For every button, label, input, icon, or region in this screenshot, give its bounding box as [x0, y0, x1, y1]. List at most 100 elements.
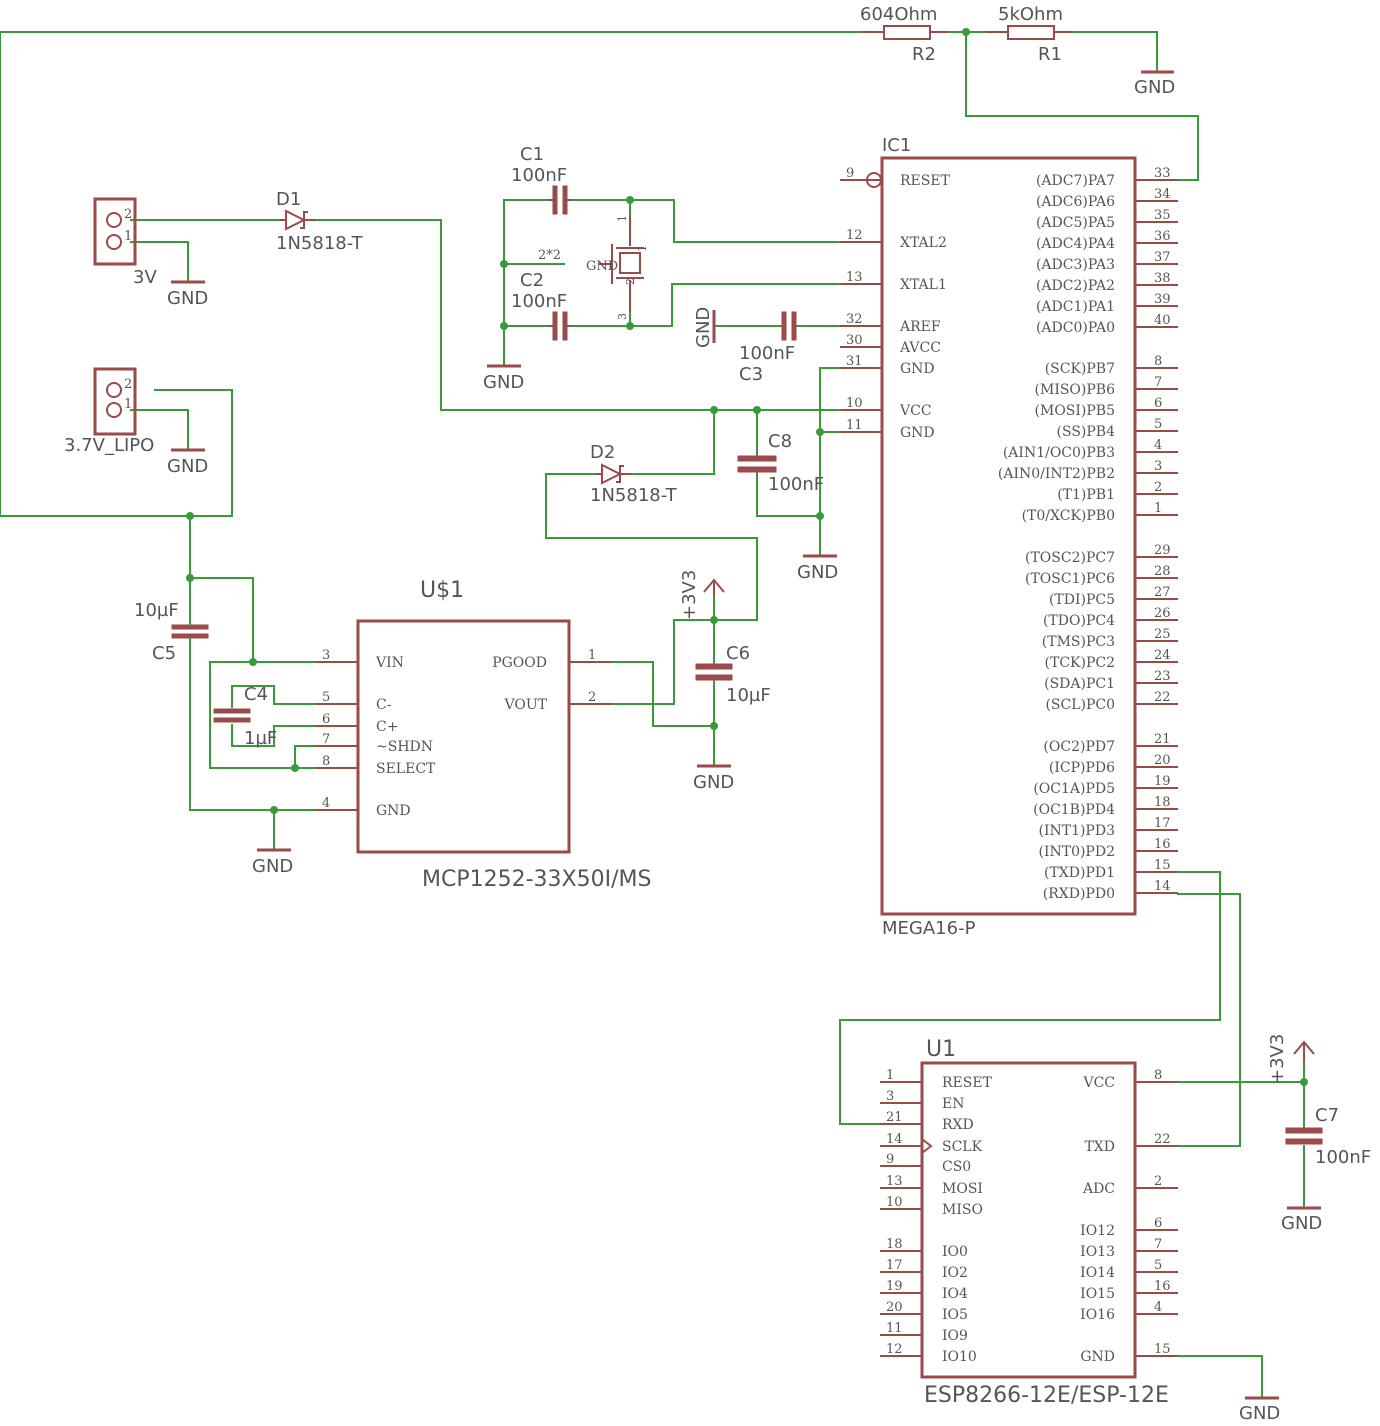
- pin-name: (ADC7)PA7: [1036, 173, 1115, 189]
- pin: 40(ADC0)PA0: [1036, 313, 1178, 336]
- pin-number: 3: [1154, 459, 1162, 474]
- pin-number: 4: [322, 796, 330, 811]
- pin-number: 9: [886, 1152, 894, 1167]
- pin-name: (TDI)PC5: [1049, 592, 1115, 608]
- connector-3v: 2 1 3V: [93, 197, 157, 288]
- c4-value: 1µF: [244, 728, 277, 749]
- junction-dot: [816, 428, 824, 436]
- diode-d2: D2 1N5818-T: [590, 442, 678, 506]
- pin: 6(MOSI)PB5: [1035, 396, 1178, 419]
- resistor-r2: 604Ohm R2: [860, 4, 948, 65]
- pin-name: RESET: [942, 1075, 993, 1091]
- gnd-symbol: GND: [797, 554, 838, 583]
- gnd-symbol: GND: [693, 764, 734, 793]
- supply-3v3-esp: +3V3: [1267, 1034, 1315, 1084]
- pin-number: 12: [846, 228, 863, 243]
- pin: 29(TOSC2)PC7: [1025, 543, 1178, 566]
- pin-name: (SCL)PC0: [1045, 697, 1115, 713]
- c3-value: 100nF: [739, 343, 795, 364]
- pin-number: 1: [616, 215, 629, 222]
- pin-number: 5: [322, 690, 330, 705]
- pin-number: 19: [886, 1279, 903, 1294]
- pin: 39(ADC1)PA1: [1036, 292, 1178, 315]
- pin-number: 4: [1154, 1300, 1162, 1315]
- pin-number: 31: [846, 354, 863, 369]
- pin-number: 8: [322, 754, 330, 769]
- d1-value: 1N5818-T: [276, 233, 364, 254]
- pin: 21(OC2)PD7: [1043, 732, 1178, 755]
- connector-3v-label: 3V: [133, 267, 157, 288]
- pin: 5(SS)PB4: [1057, 417, 1178, 440]
- gnd-label: GND: [1281, 1213, 1322, 1234]
- pin-number: 13: [846, 270, 863, 285]
- pin: 36(ADC4)PA4: [1036, 229, 1178, 252]
- pin: 18 (OC1B)PD4: [1033, 795, 1178, 818]
- pin-number: 26: [1154, 606, 1171, 621]
- d1-ref: D1: [276, 189, 301, 210]
- junction-dot: [249, 658, 257, 666]
- junction-dot: [753, 406, 761, 414]
- pin-name: (ADC0)PA0: [1036, 320, 1115, 336]
- pin: 25(TMS)PC3: [1042, 627, 1178, 650]
- pin-number: 22: [1154, 690, 1171, 705]
- pin-name: (RXD)PD0: [1043, 886, 1115, 902]
- pin-name: (TCK)PC2: [1045, 655, 1115, 671]
- r1-ref: R1: [1038, 44, 1062, 65]
- pin-number: 3: [616, 313, 629, 320]
- c2-ref: C2: [520, 270, 544, 291]
- pin-number: 2: [624, 278, 637, 285]
- pin-name: (AIN0/INT2)PB2: [998, 466, 1115, 482]
- pin-name: EN: [942, 1096, 964, 1112]
- supply-3v3-regulator: +3V3: [679, 570, 725, 620]
- pin-number: 7: [1154, 1237, 1162, 1252]
- pin-number: 18: [1154, 795, 1171, 810]
- reset-invert-bubble: [866, 172, 882, 188]
- pin-name: MOSI: [942, 1181, 983, 1197]
- c1-value: 100nF: [511, 165, 567, 186]
- pin-number: 21: [886, 1110, 903, 1125]
- v33-label: +3V3: [1267, 1034, 1288, 1084]
- pin-name: (SCK)PB7: [1045, 361, 1115, 377]
- pin-number: 39: [1154, 292, 1171, 307]
- pin-name: VOUT: [504, 697, 548, 713]
- pin-number: 1: [1154, 501, 1162, 516]
- ground-symbols: GND GND GND GND GND GND GND GND GND GND: [167, 70, 1322, 1424]
- pin-number: 13: [886, 1174, 903, 1189]
- pin-name: (OC1B)PD4: [1033, 802, 1115, 818]
- gnd-symbol: GND: [1281, 1206, 1322, 1234]
- pin-number: 17: [886, 1258, 903, 1273]
- u1-right-pins: 8VCC22TXD2ADC6IO127IO135IO1416IO154IO161…: [1080, 1068, 1178, 1365]
- pin-number: 2: [1154, 1174, 1162, 1189]
- junction-dot: [626, 196, 634, 204]
- pin-name: (AIN1/OC0)PB3: [1003, 445, 1115, 461]
- pin-name: MISO: [942, 1202, 983, 1218]
- pin-name: (ADC5)PA5: [1036, 215, 1115, 231]
- capacitor-c6: C6 10µF: [695, 643, 771, 706]
- pin-name: GND: [900, 425, 935, 441]
- pin: 8 SELECT: [316, 754, 436, 777]
- crystal-resonator: 1 1 2 3 2*2 GND: [538, 215, 649, 320]
- pin: 26(TDO)PC4: [1043, 606, 1178, 629]
- pin-number: 20: [886, 1300, 903, 1315]
- pin-name: (TOSC1)PC6: [1025, 571, 1115, 587]
- pin-name: SELECT: [376, 761, 436, 777]
- pin-number: 15: [1154, 858, 1171, 873]
- pin-name: VIN: [375, 655, 404, 671]
- c6-ref: C6: [726, 643, 750, 664]
- junction-dot: [1300, 1078, 1308, 1086]
- capacitor-c2: C2 100nF: [511, 270, 572, 341]
- pin-name: (TMS)PC3: [1042, 634, 1115, 650]
